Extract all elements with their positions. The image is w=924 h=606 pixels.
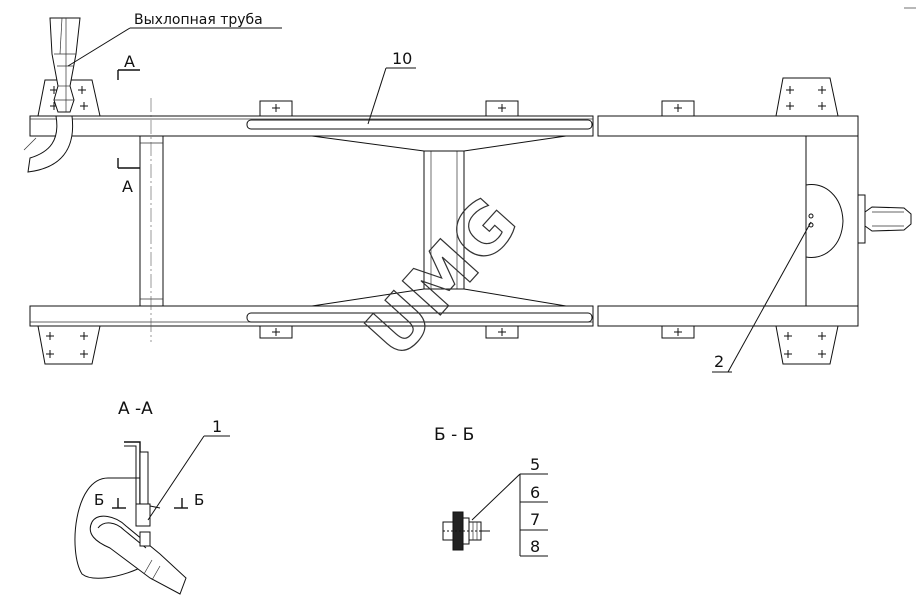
- section-b-right-label: Б: [194, 491, 204, 509]
- section-a-bottom-label: А: [122, 177, 133, 196]
- reinforcement-plate-bottom: [246, 312, 593, 323]
- exhaust-pipe: [23, 17, 81, 173]
- bottom-gusset: [311, 288, 567, 307]
- top-bracket-1: [259, 100, 293, 117]
- aa-pipe: [89, 515, 187, 595]
- bottom-side-beam-left: [29, 305, 594, 327]
- tow-coupling: [864, 206, 912, 232]
- callout-10: 10: [367, 49, 416, 125]
- callout-2-label: 2: [714, 352, 724, 371]
- view-bb-title: Б - Б: [434, 425, 474, 445]
- callout-6-label: 6: [530, 483, 540, 502]
- section-a-top-label: А: [124, 52, 135, 71]
- callout-7-label: 7: [530, 510, 540, 529]
- aa-housing: [74, 477, 141, 579]
- aa-angle-bracket: [124, 441, 141, 510]
- exhaust-pipe-callout: Выхлопная труба: [67, 12, 282, 67]
- reinforcement-plate-top: [246, 119, 593, 130]
- coupling-flange: [857, 194, 866, 244]
- bottom-bracket-2: [485, 325, 519, 339]
- top-bracket-2: [485, 100, 519, 117]
- exhaust-pipe-label: Выхлопная труба: [134, 12, 263, 28]
- section-a-marker-top: А: [117, 52, 140, 80]
- view-b-b: Б - Б 5 6 7 8: [434, 425, 548, 557]
- corner-bracket-rear-top: [775, 77, 839, 117]
- top-bracket-3: [661, 100, 695, 117]
- view-a-a: А -А 1 Б Б: [74, 399, 230, 595]
- callout-5-label: 5: [530, 455, 540, 474]
- callout-10-label: 10: [392, 49, 412, 68]
- aa-clamp: [135, 503, 151, 527]
- bottom-bracket-1: [259, 325, 293, 339]
- section-b-left-label: Б: [94, 491, 104, 509]
- callout-1-label: 1: [212, 417, 222, 436]
- top-side-beam-left: [29, 115, 594, 137]
- bottom-side-beam-right: [597, 305, 859, 327]
- left-cross-member: [139, 135, 164, 307]
- frame-plan-view: [29, 98, 912, 342]
- section-a-marker-bottom: А: [117, 158, 140, 196]
- top-gusset: [311, 135, 567, 152]
- callout-8-label: 8: [530, 537, 540, 556]
- hitch-bracket: [805, 184, 844, 258]
- callout-2: 2: [712, 221, 812, 373]
- bottom-bracket-3: [661, 325, 695, 339]
- top-side-beam-right: [597, 115, 859, 137]
- corner-bracket-front-bottom: [37, 325, 101, 365]
- bb-plate: [452, 511, 464, 551]
- corner-bracket-rear-bottom: [775, 325, 839, 365]
- view-aa-title: А -А: [118, 399, 153, 419]
